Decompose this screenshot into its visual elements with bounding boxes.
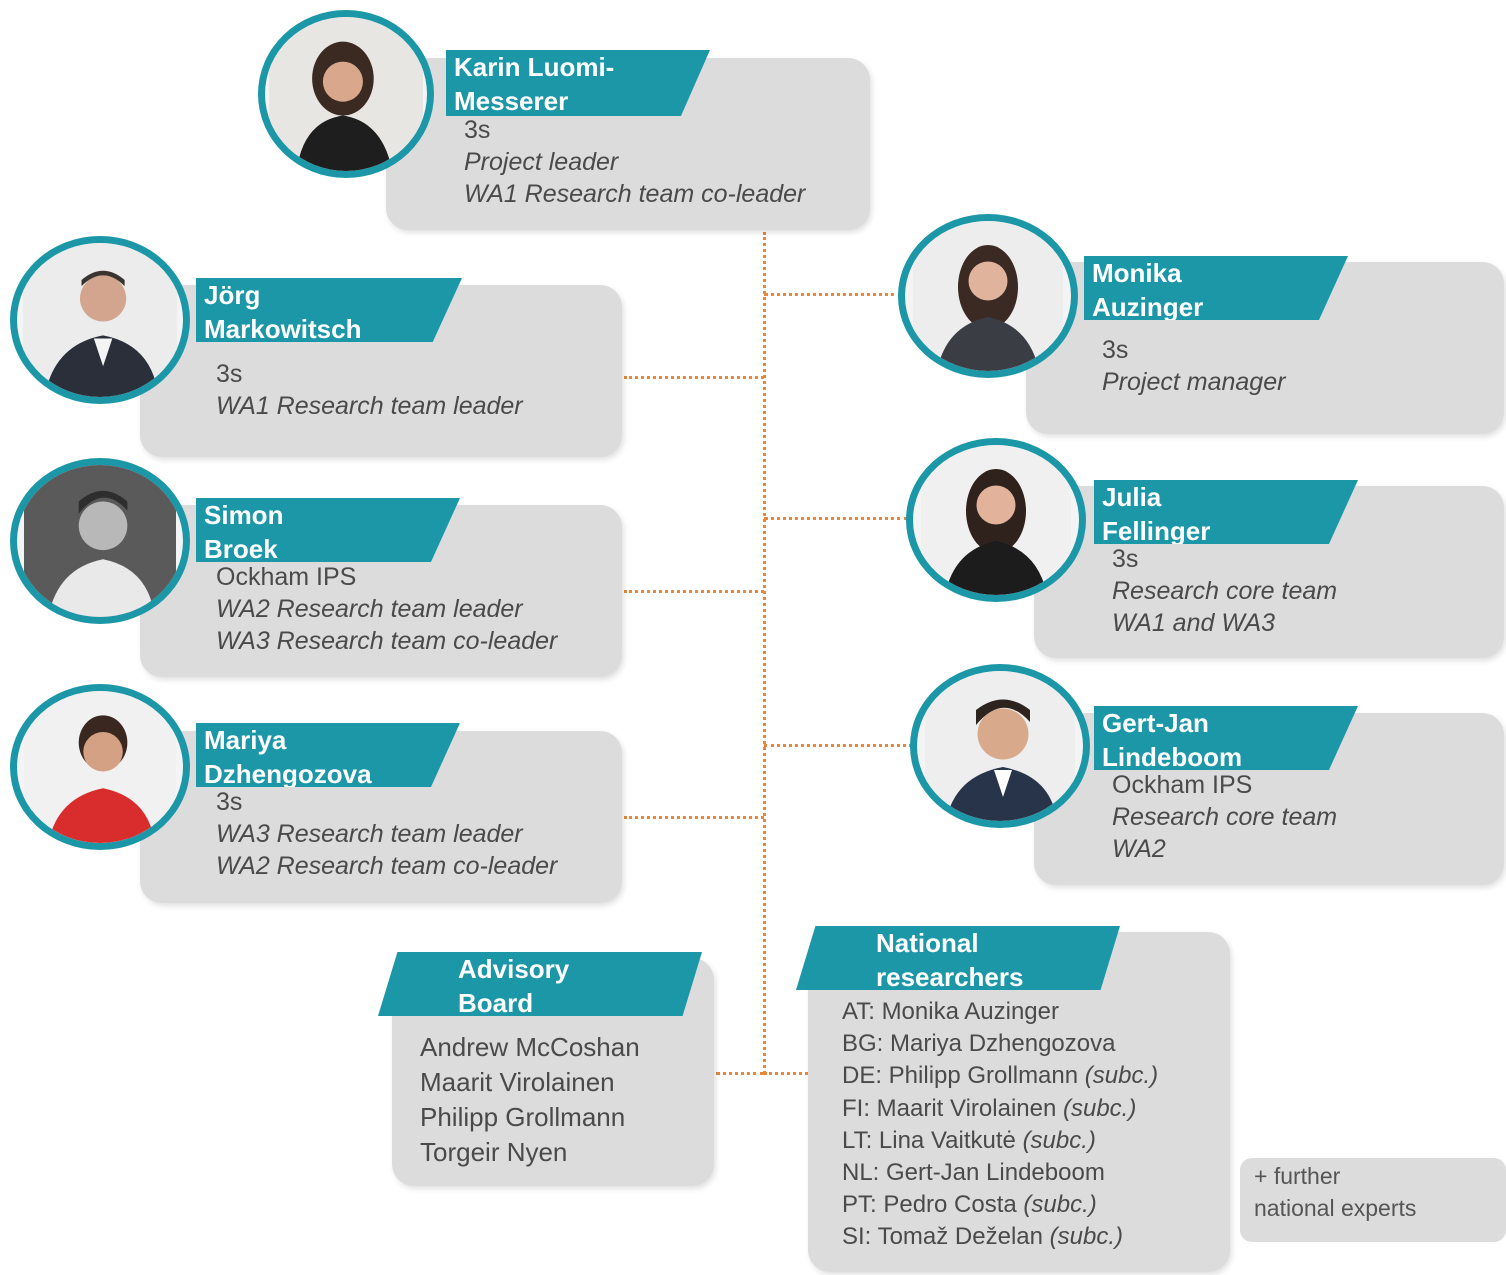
name-banner-gertjan: Gert-Jan Lindeboom <box>1094 706 1358 770</box>
connector-trunk <box>763 232 766 1074</box>
person-details-gertjan: Ockham IPS Research core team WA2 <box>1112 769 1337 865</box>
national-entry: FI: Maarit Virolainen (subc.) <box>842 1094 1137 1122</box>
portrait-icon <box>921 445 1071 595</box>
connector-mariya <box>624 816 764 819</box>
person-details-jorg: 3s WA1 Research team leader <box>216 358 523 422</box>
subcontract-note: (subc.) <box>1023 1191 1097 1219</box>
person-name-line1: Karin Luomi- <box>454 52 615 82</box>
person-org: 3s <box>216 788 243 816</box>
subcontract-note: (subc.) <box>1084 1062 1159 1090</box>
person-name-line1: Monika <box>1092 258 1182 288</box>
advisory-member: Philipp Grollmann <box>420 1102 626 1132</box>
connector-jorg <box>624 376 764 379</box>
person-role: WA2 Research team leader <box>216 595 523 623</box>
advisory-member: Andrew McCoshan <box>420 1032 640 1062</box>
portrait-icon <box>269 17 423 171</box>
person-name-line1: Julia <box>1102 482 1162 512</box>
connector-monika <box>764 293 902 296</box>
national-entry: PT: Pedro Costa (subc.) <box>842 1191 1097 1219</box>
person-org: 3s <box>216 360 243 388</box>
person-details-karin: 3s Project leader WA1 Research team co-l… <box>464 114 805 210</box>
person-name-line2: Broek <box>204 534 278 564</box>
advisory-members: Andrew McCoshan Maarit Virolainen Philip… <box>420 1030 640 1170</box>
person-role: WA2 Research team co-leader <box>216 852 558 880</box>
avatar-mariya <box>10 684 190 850</box>
portrait-icon <box>24 465 176 617</box>
avatar-simon <box>10 458 190 624</box>
avatar-jorg <box>10 236 190 404</box>
name-banner-karin: Karin Luomi- Messerer <box>446 50 710 116</box>
person-role: WA1 Research team leader <box>216 392 523 420</box>
further-line1: + further <box>1254 1163 1341 1189</box>
national-entry: SI: Tomaž Deželan (subc.) <box>842 1223 1124 1251</box>
person-name-line1: Mariya <box>204 725 287 755</box>
person-details-mariya: 3s WA3 Research team leader WA2 Research… <box>216 786 557 882</box>
person-name-line1: Simon <box>204 500 284 530</box>
advisory-member: Maarit Virolainen <box>420 1067 615 1097</box>
name-banner-jorg: Jörg Markowitsch <box>196 278 462 342</box>
person-name-line2: Lindeboom <box>1102 742 1243 772</box>
person-role: WA3 Research team co-leader <box>216 627 558 655</box>
name-banner-julia: Julia Fellinger <box>1094 480 1358 544</box>
connector-advisory <box>716 1072 764 1075</box>
portrait-icon <box>23 243 177 397</box>
connector-gertjan <box>764 744 912 747</box>
person-role: WA2 <box>1112 835 1166 863</box>
portrait-icon <box>925 671 1075 821</box>
subcontract-note: (subc.) <box>1049 1223 1124 1251</box>
person-details-monika: 3s Project manager <box>1102 334 1285 398</box>
person-details-julia: 3s Research core team WA1 and WA3 <box>1112 543 1337 639</box>
national-entry: BG: Mariya Dzhengozova <box>842 1030 1116 1058</box>
connector-julia <box>764 517 908 520</box>
person-role: Research core team <box>1112 577 1338 605</box>
person-role: Project manager <box>1102 368 1286 396</box>
avatar-karin <box>258 10 434 178</box>
name-banner-monika: Monika Auzinger <box>1084 256 1348 320</box>
person-role: Project leader <box>464 148 619 176</box>
avatar-gertjan <box>910 664 1090 828</box>
advisory-board-banner: Advisory Board <box>378 952 702 1016</box>
portrait-icon <box>913 221 1063 371</box>
name-banner-simon: Simon Broek <box>196 498 460 562</box>
national-title-line2: researchers <box>876 962 1024 992</box>
subcontract-note: (subc.) <box>1062 1094 1137 1122</box>
person-name-line2: Dzhengozova <box>204 759 372 789</box>
person-org: Ockham IPS <box>216 563 357 591</box>
person-org: Ockham IPS <box>1112 771 1253 799</box>
person-role: WA1 and WA3 <box>1112 609 1276 637</box>
avatar-julia <box>906 438 1086 602</box>
national-researchers-banner: National researchers <box>796 926 1120 990</box>
national-entry: LT: Lina Vaitkutė (subc.) <box>842 1126 1096 1154</box>
person-name-line1: Gert-Jan <box>1102 708 1209 738</box>
person-org: 3s <box>1112 545 1139 573</box>
person-org: 3s <box>464 116 491 144</box>
person-role: WA3 Research team leader <box>216 820 523 848</box>
national-researchers-list: AT: Monika Auzinger BG: Mariya Dzhengozo… <box>842 996 1158 1254</box>
subcontract-note: (subc.) <box>1022 1126 1096 1154</box>
connector-national <box>764 1072 808 1075</box>
further-line2: national experts <box>1254 1195 1417 1221</box>
advisory-title-line2: Board <box>458 988 534 1018</box>
national-entry: NL: Gert-Jan Lindeboom <box>842 1159 1105 1187</box>
national-title-line1: National <box>876 928 979 958</box>
person-name-line2: Fellinger <box>1102 516 1211 546</box>
person-name-line1: Jörg <box>204 280 261 310</box>
person-org: 3s <box>1102 336 1129 364</box>
person-name-line2: Messerer <box>454 86 569 116</box>
person-name-line2: Auzinger <box>1092 292 1204 322</box>
person-details-simon: Ockham IPS WA2 Research team leader WA3 … <box>216 561 557 657</box>
name-banner-mariya: Mariya Dzhengozova <box>196 723 460 787</box>
advisory-member: Torgeir Nyen <box>420 1137 568 1167</box>
person-role: Research core team <box>1112 803 1338 831</box>
person-role: WA1 Research team co-leader <box>464 180 806 208</box>
national-entry: DE: Philipp Grollmann (subc.) <box>842 1062 1159 1090</box>
further-experts-note: + further national experts <box>1240 1158 1506 1242</box>
advisory-title-line1: Advisory <box>458 954 570 984</box>
national-entry: AT: Monika Auzinger <box>842 998 1059 1025</box>
avatar-monika <box>898 214 1078 378</box>
connector-simon <box>624 590 764 593</box>
portrait-icon <box>24 691 176 843</box>
person-name-line2: Markowitsch <box>204 314 362 344</box>
